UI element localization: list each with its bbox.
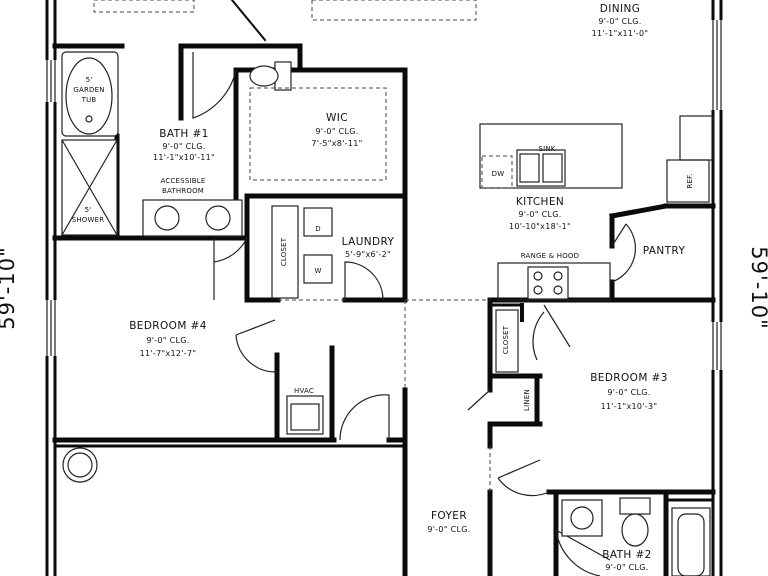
kitchen-clg: 9'-0" CLG.: [518, 210, 561, 219]
dimension-right: 59'-10": [747, 246, 768, 329]
tub-label-1: 5': [86, 76, 93, 84]
bath2-clg: 9'-0" CLG.: [605, 563, 648, 572]
pantry-name: PANTRY: [643, 245, 686, 257]
dining-clg: 9'-0" CLG.: [598, 17, 641, 26]
dimensions: 59'-10" 59'-10": [0, 246, 768, 329]
bedroom4-size: 11'-7"x12'-7": [140, 349, 197, 358]
ref-label: REF.: [686, 173, 694, 188]
wic-clg: 9'-0" CLG.: [315, 127, 358, 136]
tub-label-3: TUB: [81, 96, 97, 104]
foyer-name: FOYER: [431, 510, 467, 522]
dw-label: DW: [492, 170, 505, 178]
laundry-size: 5'-9"x6'-2": [345, 250, 391, 259]
foyer-clg: 9'-0" CLG.: [427, 525, 470, 534]
openings: [93, 0, 491, 492]
bed3-closet-label: CLOSET: [502, 325, 510, 354]
shower-label-1: 5': [85, 206, 92, 214]
range-label: RANGE & HOOD: [521, 252, 579, 260]
doors: [192, 52, 636, 576]
bedroom4-clg: 9'-0" CLG.: [146, 336, 189, 345]
hvac-label: HVAC: [294, 387, 314, 395]
wic-name: WIC: [326, 112, 348, 124]
dining-name: DINING: [600, 3, 641, 15]
dining-size: 11'-1"x11'-0": [592, 29, 649, 38]
bath2-name: BATH #2: [602, 549, 652, 561]
tub-label-2: GARDEN: [73, 86, 104, 94]
bath1-size: 11'-1"x10'-11": [153, 153, 215, 162]
dimension-left: 59'-10": [0, 246, 19, 329]
kitchen-name: KITCHEN: [516, 196, 564, 208]
dryer-label: D: [315, 225, 321, 233]
walls: [44, 0, 724, 576]
sink-label: SINK: [538, 145, 555, 153]
laundry-closet-label: CLOSET: [280, 237, 288, 266]
bath1-note-2: BATHROOM: [162, 187, 204, 195]
linen-label: LINEN: [523, 389, 531, 411]
bath1-clg: 9'-0" CLG.: [162, 142, 205, 151]
bedroom3-name: BEDROOM #3: [590, 372, 668, 384]
bedroom4-name: BEDROOM #4: [129, 320, 207, 332]
kitchen-size: 10'-10"x18'-1": [509, 222, 571, 231]
shower-label-2: SHOWER: [72, 216, 105, 224]
wic-size: 7'-5"x8'-11": [311, 139, 362, 148]
washer-label: W: [314, 267, 321, 275]
bedroom3-clg: 9'-0" CLG.: [607, 388, 650, 397]
fixtures: [61, 51, 714, 576]
fixture-labels: 5' GARDEN TUB 5' SHOWER SINK DW REF. RAN…: [72, 76, 694, 411]
bedroom3-size: 11'-1"x10'-3": [601, 402, 658, 411]
laundry-name: LAUNDRY: [342, 236, 395, 248]
bath1-name: BATH #1: [159, 128, 209, 140]
bath1-note-1: ACCESSIBLE: [161, 177, 206, 185]
room-labels: DINING 9'-0" CLG. 11'-1"x11'-0" BATH #1 …: [129, 3, 685, 572]
